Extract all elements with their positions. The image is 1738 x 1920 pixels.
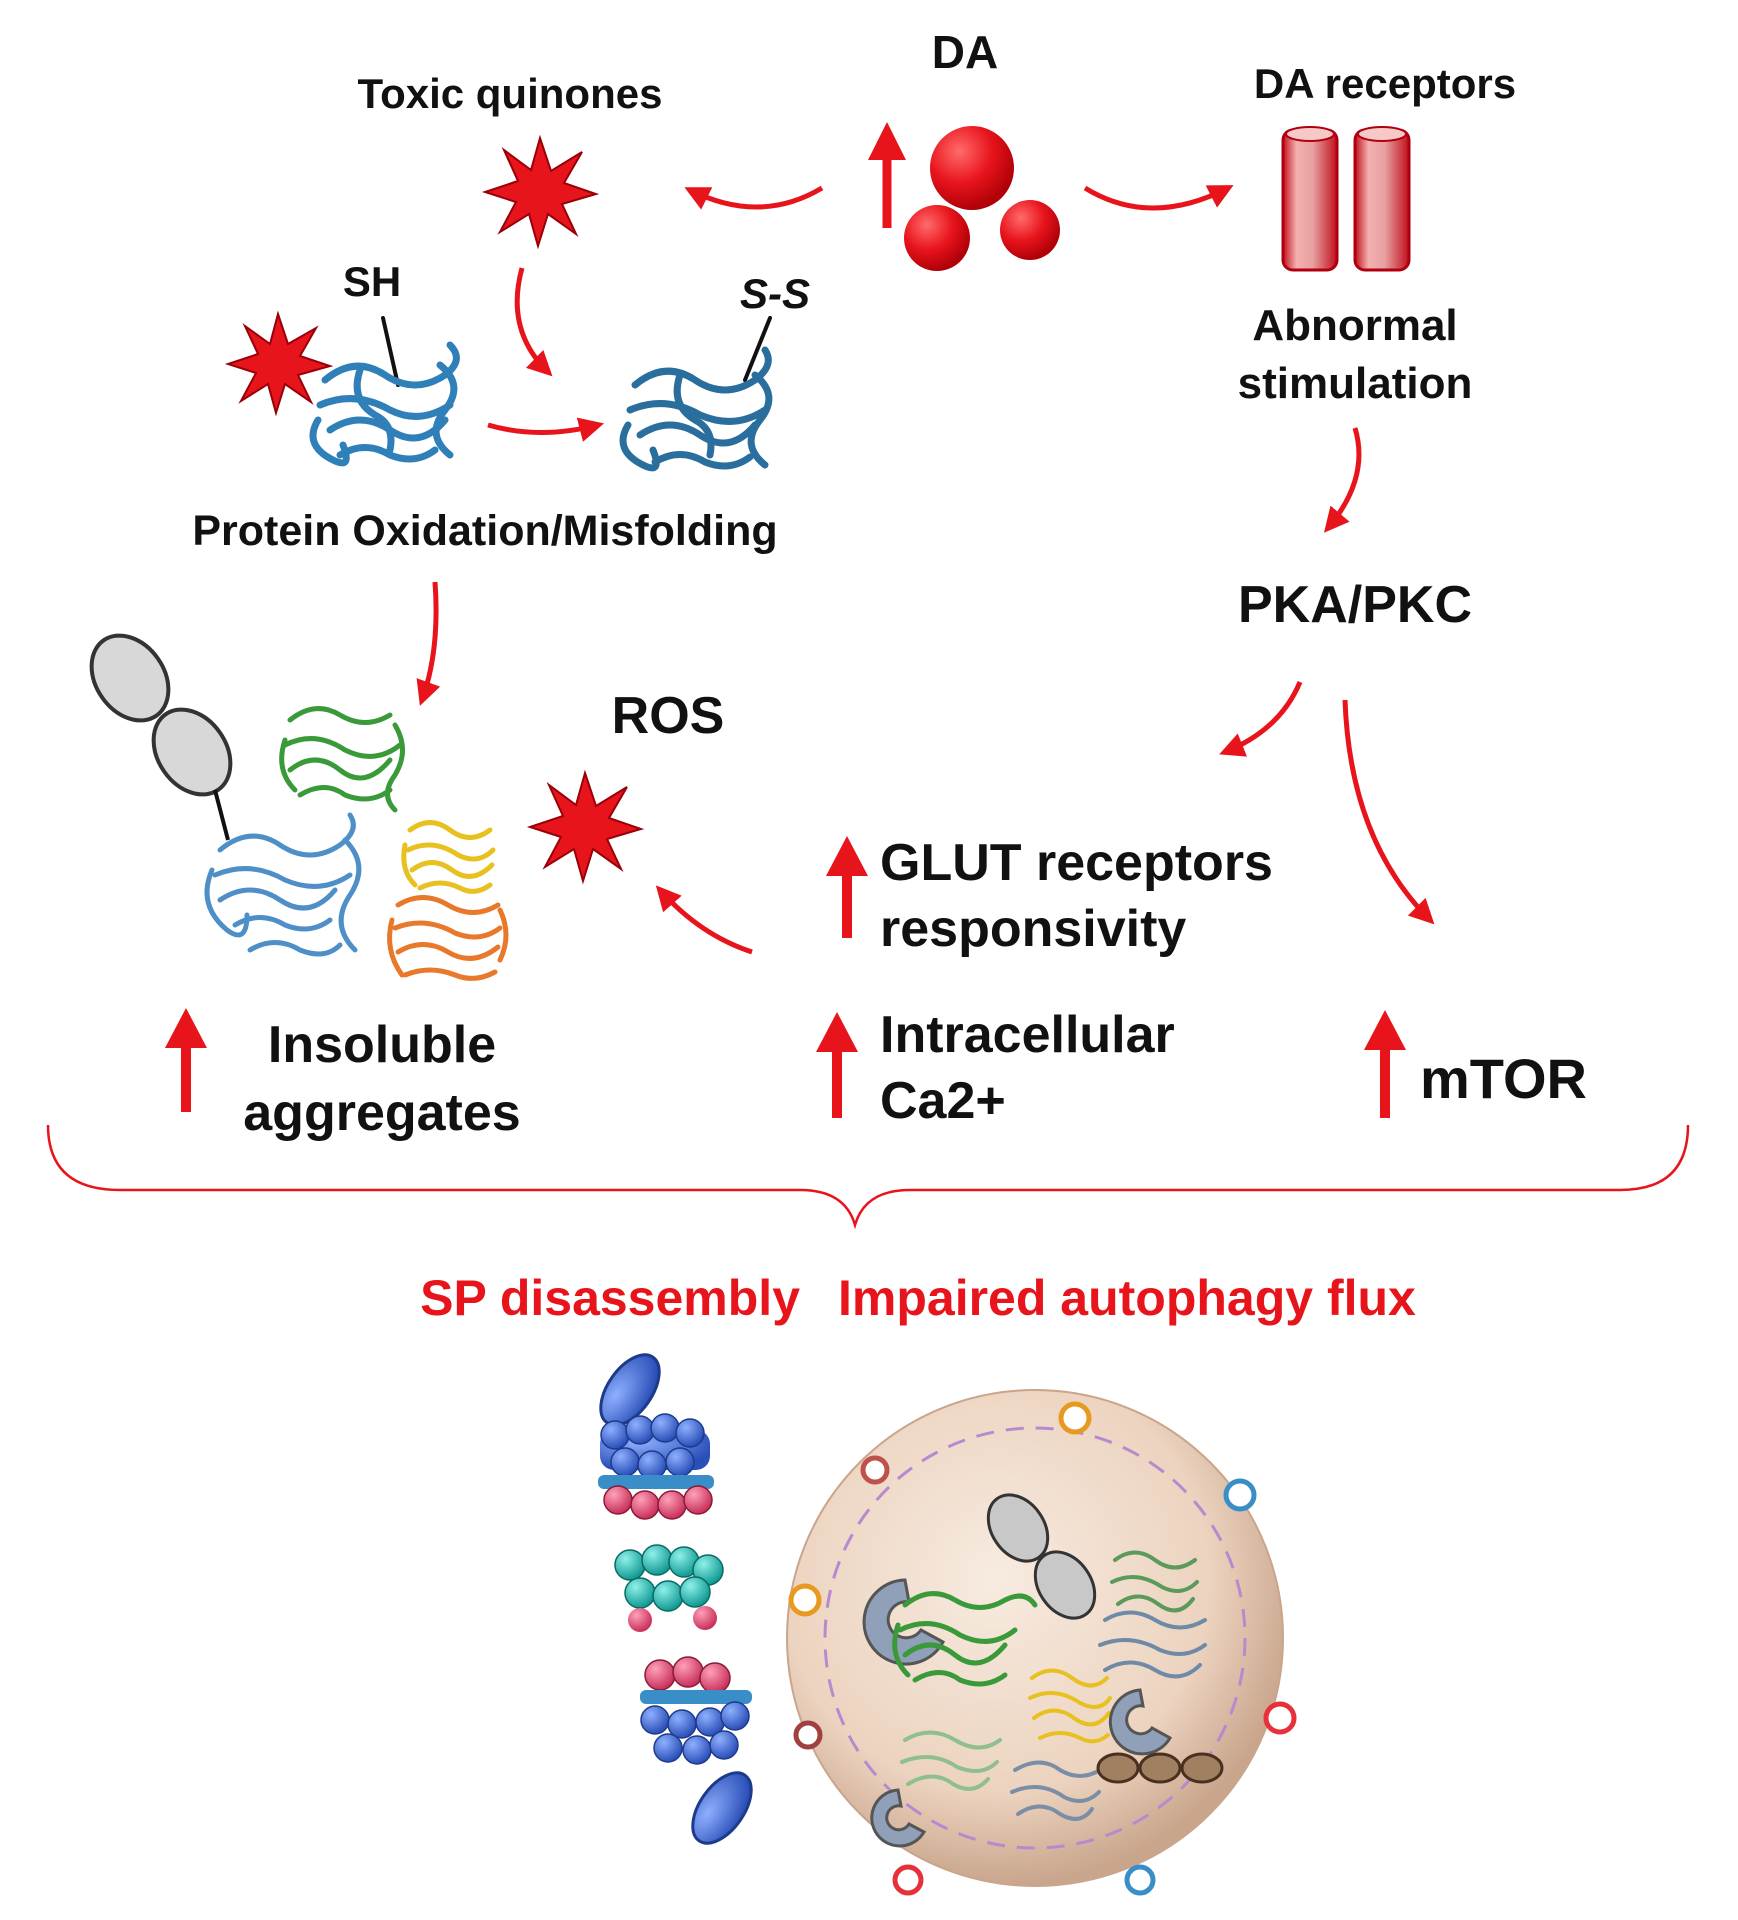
arrow-da-to-quinones bbox=[684, 185, 824, 210]
up-arrow-da bbox=[868, 122, 906, 228]
yellow-aggregate-icon bbox=[401, 820, 496, 894]
grouping-brace bbox=[46, 1124, 1690, 1230]
label-sh: SH bbox=[343, 258, 401, 305]
label-ros: ROS bbox=[612, 687, 725, 745]
arrow-protein-to-misfolded bbox=[487, 417, 605, 442]
label-ca-line1: Intracellular bbox=[880, 1006, 1175, 1064]
green-aggregate-icon bbox=[279, 706, 405, 813]
misfolded-protein-icon bbox=[619, 316, 773, 472]
label-mtor: mTOR bbox=[1420, 1047, 1587, 1110]
label-sp-disassembly: SP disassembly bbox=[420, 1270, 800, 1326]
orange-aggregate-icon bbox=[387, 895, 509, 981]
arrow-stimulation-to-pka bbox=[1323, 427, 1362, 533]
up-arrow-mtor bbox=[1364, 1010, 1406, 1118]
autophagosome-icon bbox=[786, 1389, 1297, 1896]
arrow-misfolding-to-aggregates bbox=[416, 581, 441, 706]
blue-aggregate-icon bbox=[204, 812, 362, 957]
arrow-pka-to-glut bbox=[1219, 681, 1303, 757]
pathway-arrows bbox=[416, 185, 1435, 955]
native-protein-icon bbox=[309, 316, 460, 467]
label-abnormal: Abnormal bbox=[1252, 301, 1457, 350]
label-insoluble-line1: Insoluble bbox=[268, 1016, 496, 1074]
label-pka-pkc: PKA/PKC bbox=[1238, 576, 1472, 634]
arrow-da-to-receptors bbox=[1083, 185, 1234, 211]
up-arrow-glut bbox=[826, 836, 868, 938]
ubiquitin-in-autophagosome-icon bbox=[1096, 1752, 1224, 1784]
ubiquitin-chain-icon bbox=[89, 633, 233, 841]
label-da: DA bbox=[932, 26, 998, 78]
label-da-receptors: DA receptors bbox=[1254, 60, 1516, 107]
label-toxic-quinones: Toxic quinones bbox=[358, 70, 663, 117]
label-protein-misfolding: Protein Oxidation/Misfolding bbox=[192, 507, 777, 555]
proteasome-top-icon bbox=[598, 1353, 714, 1520]
up-arrow-ca bbox=[816, 1012, 858, 1118]
proteasome-bottom-icon bbox=[640, 1656, 753, 1845]
toxic-quinone-star-icon bbox=[481, 134, 600, 250]
proteasome-middle-icon bbox=[614, 1544, 724, 1632]
da-receptors-icon bbox=[1281, 126, 1411, 272]
protein-oxidizer-star-icon bbox=[224, 310, 334, 417]
label-ca-line2: Ca2+ bbox=[880, 1072, 1006, 1130]
arrow-pka-to-mtor bbox=[1342, 699, 1435, 925]
label-glut-line2: responsivity bbox=[880, 900, 1186, 958]
label-insoluble-line2: aggregates bbox=[243, 1084, 520, 1142]
ros-star-icon bbox=[526, 769, 645, 885]
label-glut-line1: GLUT receptors bbox=[880, 834, 1273, 892]
dopamine-molecules bbox=[904, 126, 1060, 271]
arrow-glut-to-ros bbox=[655, 885, 753, 955]
arrow-quinones-to-misfolded bbox=[514, 267, 553, 377]
label-impaired-autophagy: Impaired autophagy flux bbox=[838, 1270, 1416, 1326]
up-arrow-insoluble bbox=[165, 1008, 207, 1112]
label-stimulation: stimulation bbox=[1238, 359, 1473, 408]
label-s-s: S-S bbox=[740, 270, 810, 317]
